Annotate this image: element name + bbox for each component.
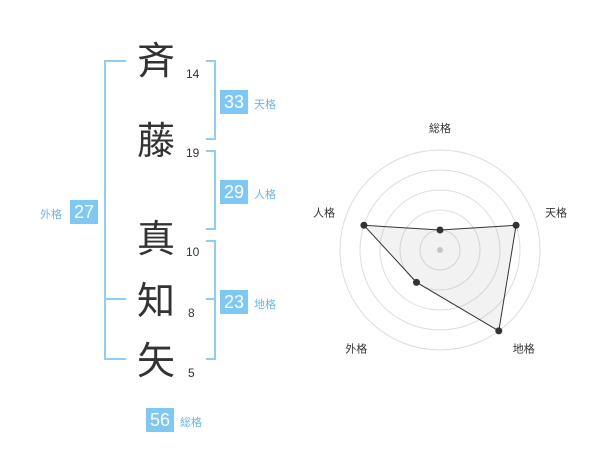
radar-ring-3 [379, 189, 501, 311]
radar-point-1 [436, 226, 444, 234]
radar-point-2 [512, 221, 520, 229]
name-char-1: 斉 [136, 39, 175, 83]
radar-point-3 [495, 327, 503, 335]
jinkaku-label: 人格 [254, 188, 276, 201]
chikaku-bracket [206, 240, 216, 360]
chikaku-label: 地格 [254, 298, 276, 311]
gaikaku-score-badge: 27 [70, 200, 99, 224]
radar-grid [339, 149, 541, 351]
radar-ring-2 [399, 209, 481, 291]
radar-center-dot [437, 247, 443, 253]
gaikaku-bracket-tick [104, 298, 126, 300]
name-char-2: 藤 [136, 119, 175, 163]
gaikaku-label: 外格 [40, 208, 62, 221]
tenkaku-label: 天格 [254, 98, 276, 111]
radar-axis-label-2: 天格 [545, 205, 567, 219]
soukaku-label: 総格 [180, 416, 202, 429]
radar-data-points [360, 221, 520, 335]
jinkaku-bracket [206, 150, 216, 230]
radar-point-4 [412, 278, 420, 286]
stroke-count-3: 10 [186, 245, 200, 259]
stroke-count-4: 8 [188, 306, 195, 320]
name-char-4: 知 [136, 279, 175, 323]
radar-data-area [362, 224, 517, 332]
chikaku-score-badge: 23 [220, 290, 249, 314]
name-char-5: 矢 [136, 339, 175, 383]
chikaku-bracket-tick [206, 298, 216, 300]
stroke-count-1: 14 [186, 67, 200, 81]
tenkaku-bracket [206, 60, 216, 140]
radar-axis-label-1: 総格 [429, 121, 451, 135]
radar-ring-5 [339, 149, 541, 351]
radar-point-5 [360, 221, 368, 229]
stroke-count-5: 5 [188, 366, 195, 380]
radar-axis-label-4: 外格 [345, 342, 367, 356]
name-char-3: 真 [136, 217, 175, 261]
radar-ring-4 [359, 169, 521, 331]
soukaku-score-badge: 56 [146, 408, 175, 432]
jinkaku-score-badge: 29 [220, 180, 249, 204]
gaikaku-bracket [104, 60, 126, 360]
radar-data-polygon [362, 224, 517, 332]
radar-axis-label-5: 人格 [313, 205, 335, 219]
radar-axis-label-3: 地格 [513, 342, 535, 356]
tenkaku-score-badge: 33 [220, 90, 249, 114]
stroke-count-2: 19 [186, 146, 200, 160]
